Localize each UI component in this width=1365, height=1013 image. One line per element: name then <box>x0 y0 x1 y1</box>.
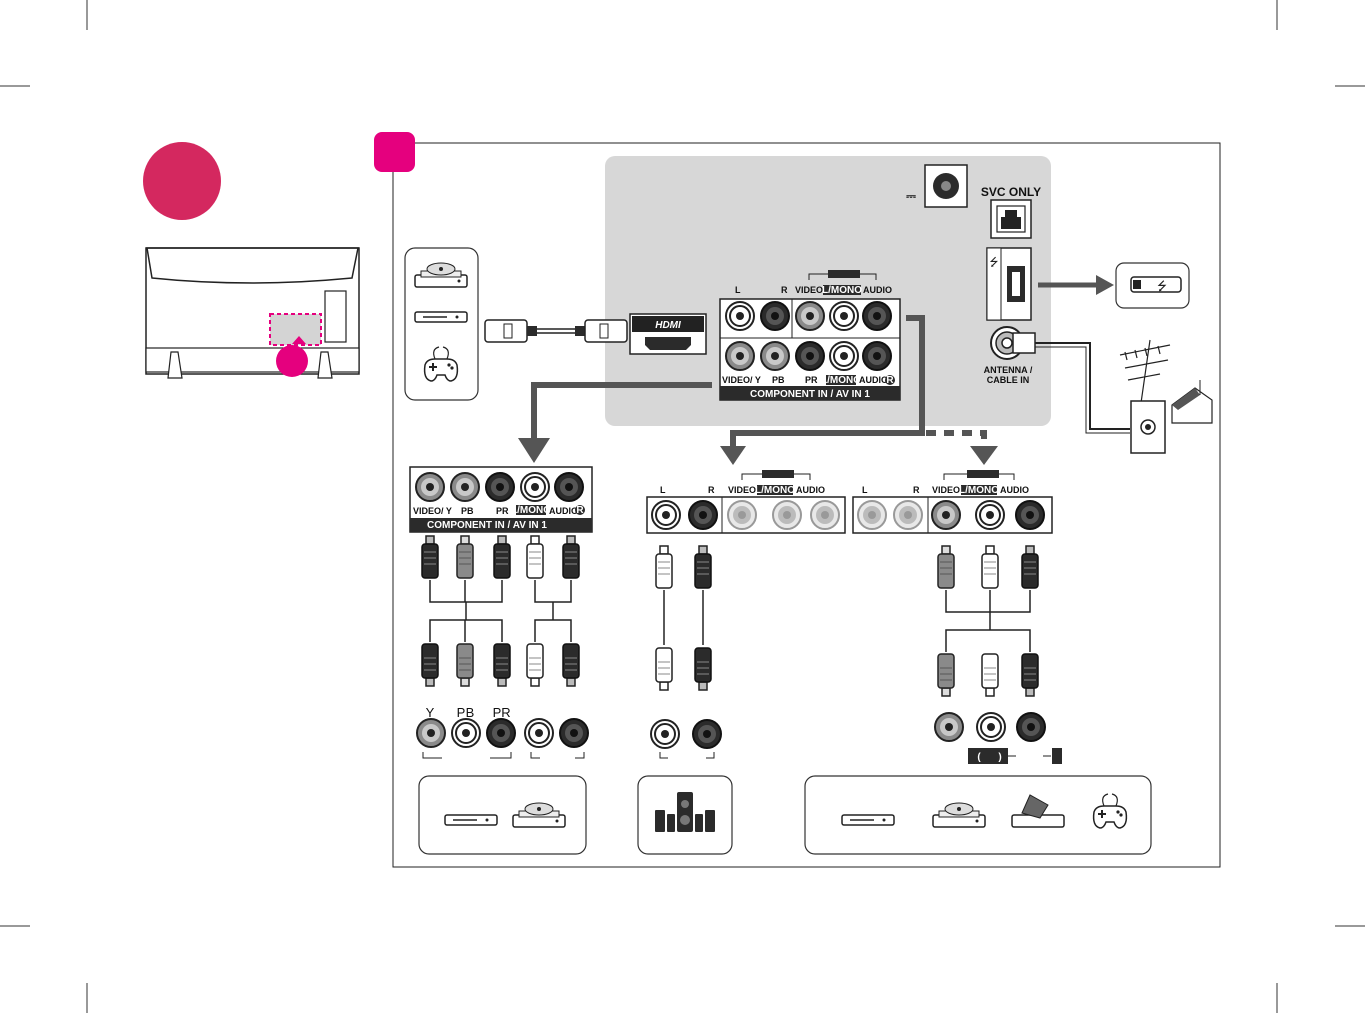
svg-text:VIDEO/ Y: VIDEO/ Y <box>413 506 452 516</box>
tv-back-thumbnail <box>146 248 359 378</box>
arrow-to-av-dashed <box>926 433 984 448</box>
svg-text:PB: PB <box>461 506 474 516</box>
svg-text:AUDIO: AUDIO <box>863 285 892 295</box>
audio-device-jacks <box>651 720 721 758</box>
svg-text:Y: Y <box>426 705 435 720</box>
svg-text:P: P <box>457 705 466 720</box>
svg-text:L/MONO: L/MONO <box>822 285 862 296</box>
svg-text:⎓: ⎓ <box>906 189 916 203</box>
house-icon <box>1172 380 1212 423</box>
svg-text:): ) <box>998 752 1001 763</box>
svg-text:L/MONO: L/MONO <box>959 485 999 496</box>
svg-text:L/MONO: L/MONO <box>755 485 795 496</box>
usb-drive-icon: ⭍ <box>1116 263 1189 308</box>
composite-cables <box>946 590 1030 652</box>
av-panel-right: L R VIDEO L/MONO AUDIO <box>853 470 1052 533</box>
svg-text:L/MONO: L/MONO <box>511 505 551 516</box>
svg-text:AUDIO: AUDIO <box>796 485 825 495</box>
av-panel-middle: L R VIDEO L/MONO AUDIO <box>647 470 845 533</box>
svg-text:L: L <box>862 485 868 495</box>
svg-text:R: R <box>913 485 920 495</box>
component-panel: VIDEO/ Y PB PR L/MONO AUDIO R COMPONENT … <box>410 467 592 532</box>
svg-text:AUDIO: AUDIO <box>549 506 578 516</box>
svg-text:R: R <box>501 705 510 720</box>
svg-text:P: P <box>493 705 502 720</box>
svg-text:AUDIO: AUDIO <box>859 375 888 385</box>
composite-device-jacks: ( ) <box>935 713 1062 764</box>
antenna-label-2: CABLE IN <box>987 375 1030 385</box>
svc-only-label: SVC ONLY <box>981 185 1041 199</box>
vcr-icon <box>842 815 894 825</box>
svg-text:VIDEO: VIDEO <box>932 485 960 495</box>
usb-port: ⭍ <box>987 248 1031 320</box>
svg-text:L/MONO: L/MONO <box>821 375 861 386</box>
antenna-icon <box>1120 340 1170 410</box>
svg-text:⭍: ⭍ <box>1157 279 1167 293</box>
hdmi-device-group <box>405 248 478 400</box>
speaker-system-group <box>638 776 732 854</box>
svg-text:PB: PB <box>772 375 785 385</box>
svg-text:R: R <box>708 485 715 495</box>
svc-only-port <box>991 200 1031 238</box>
svg-text:HDMI: HDMI <box>655 320 681 331</box>
step-marker-square <box>374 132 415 172</box>
svg-text:VIDEO: VIDEO <box>795 285 823 295</box>
component-cables <box>430 580 571 642</box>
svg-text:AUDIO: AUDIO <box>1000 485 1029 495</box>
blu-ray-icon <box>415 312 467 322</box>
audio-cables <box>664 590 703 645</box>
svg-text:R: R <box>886 375 894 386</box>
component-device-group <box>419 776 586 854</box>
antenna-label-1: ANTENNA / <box>984 365 1033 375</box>
svg-text:R: R <box>781 285 788 295</box>
svg-text:L: L <box>660 485 666 495</box>
wall-outlet-icon <box>1131 401 1165 453</box>
component-device-jacks: Y P B P R <box>417 705 588 758</box>
svg-text:VIDEO: VIDEO <box>728 485 756 495</box>
svg-text:COMPONENT IN / AV IN 1: COMPONENT IN / AV IN 1 <box>750 389 870 400</box>
svg-text:R: R <box>576 505 584 516</box>
svg-text:L: L <box>735 285 741 295</box>
svg-text:PR: PR <box>496 506 509 516</box>
svg-text:VIDEO/ Y: VIDEO/ Y <box>722 375 761 385</box>
hdmi-cable <box>485 320 627 342</box>
svg-text:B: B <box>466 705 475 720</box>
svg-text:PR: PR <box>805 375 818 385</box>
svg-text:⭍: ⭍ <box>989 256 998 269</box>
svg-text:COMPONENT IN / AV IN 1: COMPONENT IN / AV IN 1 <box>427 520 547 531</box>
composite-device-group <box>805 776 1151 854</box>
hdmi-port: HDMI <box>630 314 706 354</box>
step-circle-marker <box>143 142 221 220</box>
